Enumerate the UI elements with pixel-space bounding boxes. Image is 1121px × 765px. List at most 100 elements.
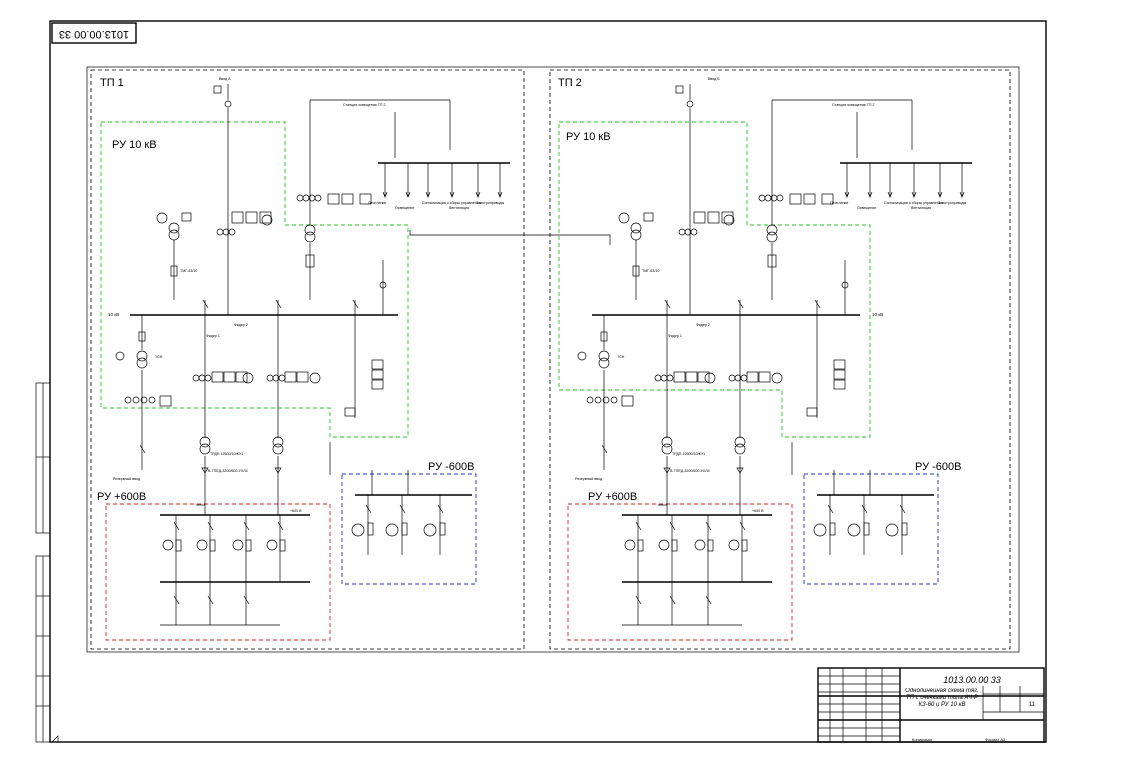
title-text: Однолинейная схема тяг. ТП с очечками ти… bbox=[905, 688, 979, 708]
rectifier-label: В-ТПЕД-3200/600-УХЛ4 bbox=[208, 469, 248, 473]
meter-box bbox=[159, 395, 172, 407]
current-transformer bbox=[228, 228, 236, 236]
feeder-switch bbox=[669, 595, 676, 605]
vt-transformer bbox=[168, 222, 180, 234]
tp2-ruminus-label: РУ -600В bbox=[915, 461, 962, 473]
load-arrow bbox=[449, 191, 455, 198]
tp2-aux-label: Станция освещения ТП 2 bbox=[832, 103, 874, 107]
meter-circle bbox=[728, 539, 740, 551]
feeder-switch bbox=[669, 521, 676, 531]
meter-box bbox=[223, 371, 236, 383]
traction-transformer bbox=[199, 443, 211, 455]
feeder-switch bbox=[899, 504, 906, 514]
load-arrow bbox=[867, 191, 873, 198]
meter-box bbox=[721, 211, 734, 224]
footer-left: Копировал bbox=[912, 737, 933, 742]
tp2-ruplus-label: РУ +600В bbox=[588, 491, 637, 503]
meter-circle bbox=[694, 539, 706, 551]
meter-box bbox=[621, 395, 634, 407]
meter-box bbox=[245, 211, 258, 224]
meter-box bbox=[359, 193, 372, 205]
current-transformer bbox=[192, 374, 200, 382]
tp1-aux-label: Станция освещения ТП 2 bbox=[343, 103, 385, 107]
shunt-box bbox=[245, 539, 252, 552]
meter-circle bbox=[232, 539, 244, 551]
tsn-label: ТСН bbox=[617, 355, 625, 359]
feeder2-label: Фидер 2 bbox=[696, 323, 710, 327]
tsn-transformer bbox=[766, 231, 778, 243]
traction-label: ТРДП-12500/10ЖУ1 bbox=[210, 452, 243, 456]
load-label: Электроприводы bbox=[476, 201, 505, 205]
meter-circle bbox=[162, 539, 174, 551]
reserve-box bbox=[806, 407, 818, 417]
load-arrow bbox=[887, 191, 893, 198]
tp2-ru10-label: РУ 10 кВ bbox=[566, 131, 611, 143]
reserve-box bbox=[344, 407, 356, 417]
fuse-box bbox=[138, 331, 146, 342]
outer-frame bbox=[49, 20, 1047, 743]
traction-transformer bbox=[661, 436, 673, 448]
meter-circle bbox=[385, 523, 399, 537]
current-transformer bbox=[654, 374, 662, 382]
meter-box bbox=[371, 369, 384, 380]
meter-circle bbox=[261, 214, 273, 226]
current-transformer bbox=[124, 396, 132, 404]
current-transformer bbox=[678, 228, 686, 236]
tie-line bbox=[409, 230, 611, 245]
fuse-box bbox=[600, 331, 608, 342]
tsn2-transformer bbox=[598, 350, 610, 362]
meter-box bbox=[697, 371, 710, 383]
tsn2-transformer bbox=[598, 357, 610, 369]
load-label: Сигнализация и сборы управления bbox=[884, 201, 943, 205]
meter-circle bbox=[577, 351, 587, 361]
ru-plus-area bbox=[105, 503, 331, 641]
meter-box bbox=[371, 359, 384, 370]
meter-box bbox=[685, 371, 698, 383]
load-label: Вентиляция bbox=[449, 206, 469, 210]
feeder1-label: Фидер 1 bbox=[206, 334, 220, 338]
disconnector bbox=[601, 444, 608, 454]
meter-circle bbox=[351, 523, 365, 537]
tmg-label: ТМГ-63/10 bbox=[180, 269, 197, 273]
breaker-symbol bbox=[841, 281, 849, 289]
fuse-box bbox=[305, 254, 315, 268]
current-transformer bbox=[758, 194, 766, 202]
meter-box bbox=[235, 371, 248, 383]
feeder-switch bbox=[705, 521, 712, 531]
title-code: 1013.00.00 33 bbox=[943, 675, 1001, 685]
shunt-box bbox=[671, 539, 678, 552]
meter-circle bbox=[618, 212, 630, 224]
meter-circle bbox=[266, 539, 278, 551]
feeder2-label: Фидер 2 bbox=[234, 323, 248, 327]
traction-label: ТРДП-12500/10ЖУ1 bbox=[672, 452, 705, 456]
meter-circle bbox=[723, 214, 735, 226]
rectifier-label: В-ТПЕД-3200/600-УХЛ4 bbox=[670, 469, 710, 473]
traction-transformer bbox=[199, 436, 211, 448]
meter-box bbox=[833, 359, 846, 370]
meter-box bbox=[643, 212, 654, 222]
tsn-transformer bbox=[304, 231, 316, 243]
tp1-input-label: Ввод А bbox=[219, 77, 231, 81]
current-transformer bbox=[610, 396, 618, 404]
meter-circle bbox=[309, 372, 321, 384]
input-box bbox=[213, 85, 222, 94]
meter-circle bbox=[658, 539, 670, 551]
meter-box bbox=[833, 379, 846, 390]
tp1-ruminus-label: РУ -600В bbox=[428, 461, 475, 473]
feeder-switch bbox=[173, 521, 180, 531]
meter-circle bbox=[156, 212, 168, 224]
tp2-bus10-label: 10 кВ bbox=[872, 312, 883, 317]
tp2-input-label: Ввод Б bbox=[708, 77, 720, 81]
tp2-title: ТП 2 bbox=[558, 77, 582, 89]
meter-box bbox=[821, 193, 834, 205]
feeder-switch bbox=[827, 504, 834, 514]
breaker-symbol bbox=[379, 281, 387, 289]
meter-box bbox=[211, 371, 224, 383]
current-transformer bbox=[594, 396, 602, 404]
plus600-label: +600 В bbox=[752, 509, 764, 513]
feeder-switch bbox=[277, 521, 284, 531]
current-transformer bbox=[198, 374, 206, 382]
